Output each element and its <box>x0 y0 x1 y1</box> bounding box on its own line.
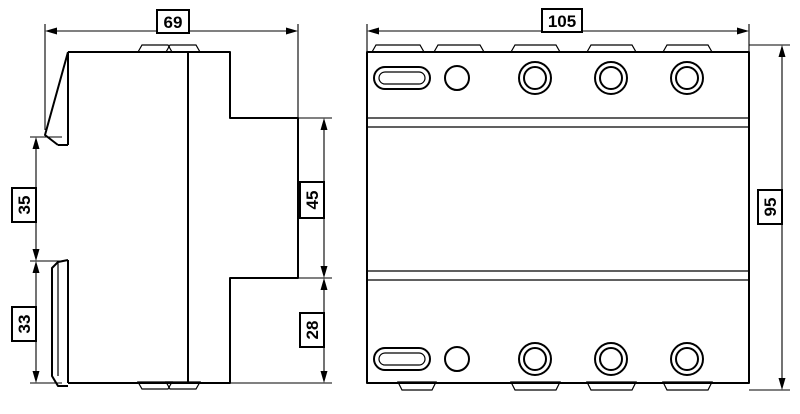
din-rail-hook-top <box>44 51 69 146</box>
screw-icon <box>518 61 552 95</box>
dimension-rail-33: 33 <box>11 261 62 384</box>
dim-label-height-95: 95 <box>761 198 780 217</box>
screw-icon <box>594 61 628 95</box>
dim-label-side-width: 69 <box>164 13 183 32</box>
screw-icon <box>594 342 628 376</box>
dimension-rail-35: 35 <box>11 136 62 262</box>
dim-label-front-width: 105 <box>548 12 576 31</box>
side-top-terminals <box>136 44 202 53</box>
slot-icon <box>373 66 431 90</box>
screw-icon <box>518 342 552 376</box>
din-rail-clip-bottom <box>51 259 69 387</box>
front-body-outline <box>366 51 750 384</box>
dim-label-rail-33: 33 <box>15 315 34 334</box>
dimension-front-width: 105 <box>366 8 750 52</box>
dimension-lower-28: 28 <box>230 278 332 384</box>
dimension-height-95: 95 <box>749 44 790 391</box>
slot-icon <box>373 347 431 371</box>
side-view <box>44 44 299 390</box>
dim-label-rail-35: 35 <box>15 196 34 215</box>
dimension-front-45: 45 <box>298 117 332 279</box>
screw-icon <box>670 342 704 376</box>
dimension-side-width: 69 <box>44 9 299 130</box>
dim-label-lower-28: 28 <box>303 321 322 340</box>
indicator-circle-icon <box>444 65 470 91</box>
indicator-circle-icon <box>444 346 470 372</box>
screw-icon <box>670 61 704 95</box>
front-top-terminals <box>370 44 714 53</box>
front-top-screws <box>373 61 704 95</box>
side-body-outline <box>68 51 299 384</box>
dim-label-front-45: 45 <box>303 191 322 210</box>
front-bottom-screws <box>373 342 704 376</box>
front-band-lines <box>367 117 749 281</box>
front-view <box>366 44 750 391</box>
